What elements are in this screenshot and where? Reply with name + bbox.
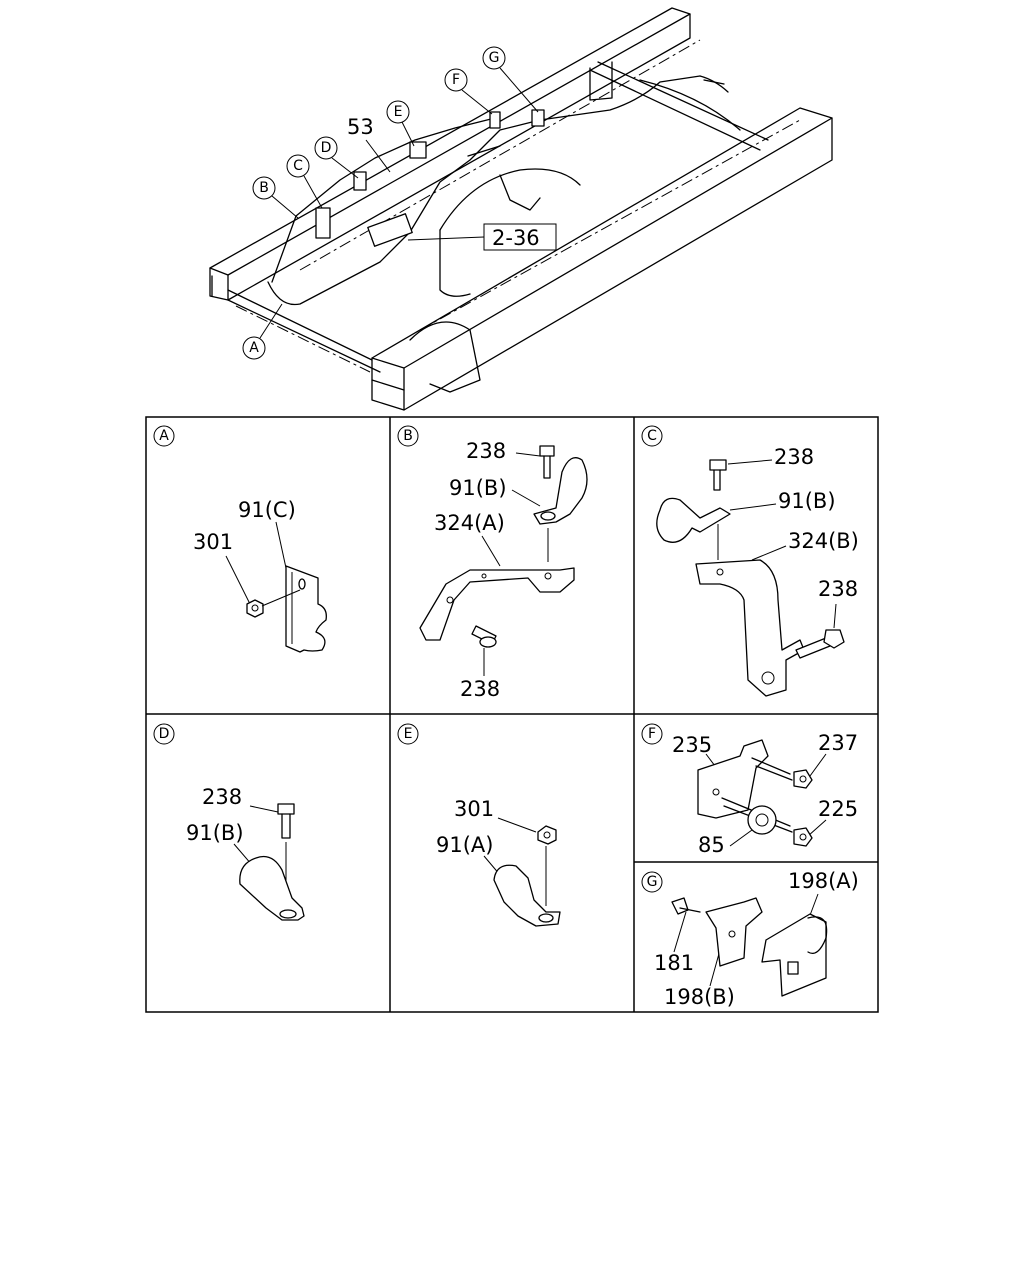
panel-b: B 238 91(B) 324(A) 238: [397, 425, 588, 701]
panel-g-letter: G: [647, 874, 658, 890]
callout-b-overview: B: [252, 176, 299, 219]
label-301-e: 301: [454, 797, 494, 821]
panel-c-letter: C: [647, 428, 657, 444]
label-324b: 324(B): [788, 529, 859, 553]
svg-text:F: F: [452, 72, 460, 88]
label-91c: 91(C): [238, 498, 296, 522]
label-238-b-top: 238: [466, 439, 506, 463]
overview-callouts: A B C D E F G: [242, 46, 557, 360]
ref-box-label: 2-36: [492, 226, 540, 250]
panel-a-letter: A: [159, 428, 169, 444]
panel-b-letter: B: [403, 428, 413, 444]
label-181: 181: [654, 951, 694, 975]
label-237: 237: [818, 731, 858, 755]
label-235: 235: [672, 733, 712, 757]
svg-text:E: E: [394, 104, 403, 120]
svg-text:G: G: [489, 50, 500, 66]
label-238-c-top: 238: [774, 445, 814, 469]
panel-e: E 301 91(A): [397, 723, 561, 927]
callout-d-overview: D: [314, 136, 359, 179]
svg-text:B: B: [259, 180, 269, 196]
label-225: 225: [818, 797, 858, 821]
label-238-b-bottom: 238: [460, 677, 500, 701]
label-238-c-side: 238: [818, 577, 858, 601]
label-198a: 198(A): [788, 869, 859, 893]
label-91b-b: 91(B): [449, 476, 507, 500]
label-324a: 324(A): [434, 511, 505, 535]
panel-d-letter: D: [159, 726, 170, 742]
panel-f-letter: F: [648, 726, 656, 742]
panel-a: A 91(C) 301: [153, 425, 327, 653]
label-85: 85: [698, 833, 725, 857]
panel-e-letter: E: [404, 726, 413, 742]
callout-f-overview: F: [444, 68, 493, 115]
label-238-d: 238: [202, 785, 242, 809]
panel-c: C 238 91(B) 324(B) 238: [641, 425, 859, 697]
detail-grid: [145, 416, 879, 1013]
svg-text:A: A: [249, 340, 259, 356]
svg-text:C: C: [293, 158, 303, 174]
svg-text:D: D: [321, 140, 332, 156]
label-301-a: 301: [193, 530, 233, 554]
label-91b-d: 91(B): [186, 821, 244, 845]
panel-g: G 198(A) 181 198(B): [641, 869, 859, 1009]
part-53-label: 53: [347, 115, 374, 139]
chassis-frame-drawing: [209, 7, 833, 411]
label-91b-c: 91(B): [778, 489, 836, 513]
panel-f: F 235 237 225 85: [641, 723, 858, 857]
callout-a-overview: A: [242, 303, 283, 360]
callout-c-overview: C: [286, 154, 323, 209]
callout-e-overview: E: [386, 100, 415, 147]
label-198b: 198(B): [664, 985, 735, 1009]
label-91a: 91(A): [436, 833, 493, 857]
panel-d: D 238 91(B): [153, 723, 305, 921]
callout-g-overview: G: [482, 46, 539, 113]
